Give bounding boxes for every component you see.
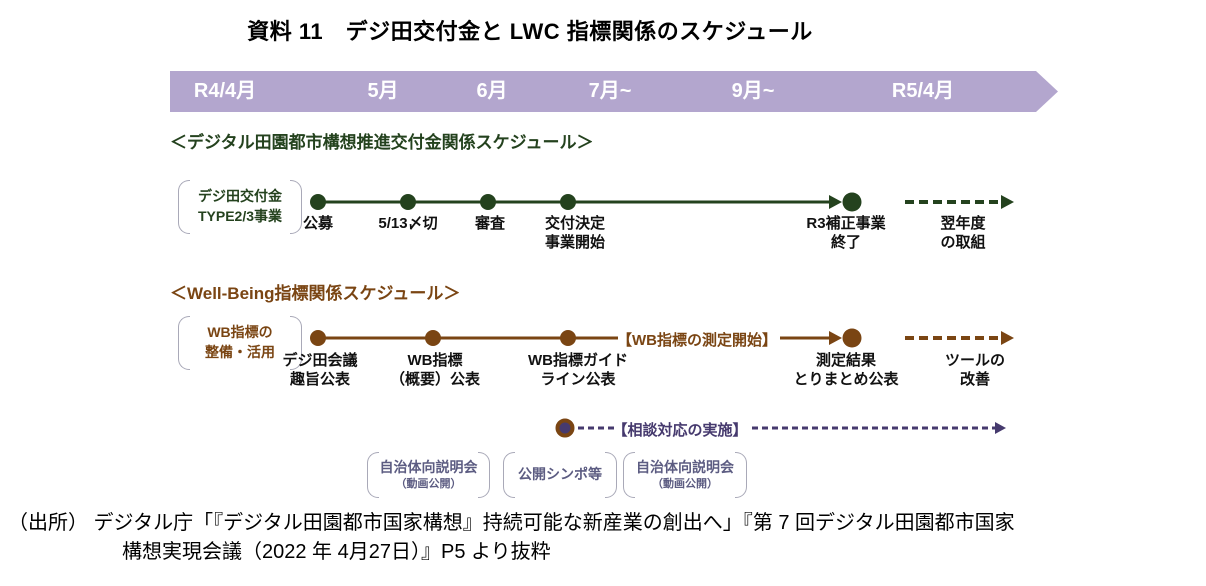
milestone-label-line: とりまとめ公表 (793, 370, 899, 388)
month-label: R4/4月 (193, 80, 257, 102)
wellbeing-track-label-line2: 整備・活用 (205, 344, 275, 360)
tool-improvement-label: ツールの 改善 (945, 352, 1005, 390)
consultation-label: 【相談対応の実施】 (612, 422, 748, 439)
milestone-label-line: 交付決定 (544, 215, 606, 232)
tool-improvement-line: ツールの (944, 352, 1006, 369)
event-box: 自治体向説明会 （動画公開） (623, 452, 747, 498)
milestone-dot (310, 194, 326, 210)
month-bar: R4/4月 5月 6月 7月~ 9月~ R5/4月 (170, 71, 1058, 112)
milestone-label-line: デジ田会議 (282, 352, 358, 369)
next-year-dashed-arrow (905, 200, 1001, 204)
grant-track-label: デジ田交付金 TYPE2/3事業 (178, 180, 302, 234)
arrow-head-icon (1001, 195, 1014, 209)
grant-track-label-line1: デジ田交付金 (198, 188, 282, 205)
measurement-start-label: 【WB指標の測定開始】 (617, 332, 777, 349)
milestone-label: 交付決定 事業開始 (545, 215, 605, 253)
milestone-label-line: 趣旨公表 (289, 370, 351, 388)
event-box: 自治体向説明会 （動画公開） (367, 452, 490, 498)
milestone-label-line: 審査 (474, 215, 506, 232)
consultation-dashed-line (752, 426, 995, 430)
milestone-label-line: WB指標 (407, 352, 463, 369)
milestone-label: 5/13〆切 (378, 215, 437, 234)
event-box-label: 自治体向説明会 (636, 458, 734, 475)
month-label: 5月 (367, 80, 399, 102)
milestone-label-line: 終了 (830, 233, 861, 251)
milestone-label-line: 事業開始 (544, 233, 606, 251)
event-box-sublabel: （動画公開） (395, 478, 462, 491)
consultation-dot (555, 418, 575, 438)
milestone-dot (425, 330, 441, 346)
milestone-dot (400, 194, 416, 210)
milestone-dot (842, 328, 862, 348)
milestone-label-line: WB指標ガイド (528, 352, 628, 369)
wellbeing-timeline-line (780, 336, 830, 340)
grant-track-label-line2: TYPE2/3事業 (197, 208, 283, 224)
milestone-dot (560, 330, 576, 346)
milestone-label: デジ田会議 趣旨公表 (282, 352, 357, 390)
milestone-label: WB指標ガイド ライン公表 (528, 352, 628, 390)
next-year-label-line: 翌年度 (940, 215, 986, 232)
event-box-label: 自治体向説明会 (379, 458, 478, 475)
next-year-label-line: の取組 (940, 233, 986, 251)
milestone-label-line: 測定結果 (815, 352, 877, 369)
month-label: 6月 (476, 80, 508, 102)
milestone-label: 公募 (303, 215, 333, 234)
milestone-label-line: 公募 (302, 215, 334, 232)
milestone-label-line: ライン公表 (540, 370, 616, 388)
arrow-head-icon (1001, 331, 1014, 345)
month-label: 9月~ (731, 80, 775, 102)
consultation-dashed-line (578, 426, 615, 430)
figure-title: 資料 11 デジ田交付金と LWC 指標関係のスケジュール (247, 19, 813, 44)
milestone-label-line: （概要）公表 (389, 370, 481, 388)
month-label: R5/4月 (891, 80, 955, 102)
source-note-line2: 構想実現会議（2022 年 4月27日）』P5 より抜粋 (122, 541, 551, 563)
grant-schedule-heading: ＜デジタル田園都市構想推進交付金関係スケジュール＞ (170, 133, 594, 152)
milestone-label-line: 5/13〆切 (378, 215, 438, 232)
milestone-label: R3補正事業 終了 (806, 215, 885, 253)
milestone-label: WB指標 （概要）公表 (390, 352, 480, 390)
tool-improvement-dashed-arrow (905, 336, 1001, 340)
milestone-dot (560, 194, 576, 210)
month-label: 7月~ (588, 80, 632, 102)
arrow-head-icon (995, 422, 1006, 434)
milestone-dot (842, 192, 862, 212)
milestone-label: 審査 (475, 215, 505, 234)
milestone-dot (480, 194, 496, 210)
tool-improvement-line: 改善 (959, 370, 991, 388)
event-box: 公開シンポ等 (503, 452, 617, 498)
event-box-sublabel: （動画公開） (652, 478, 718, 491)
arrow-head-icon (829, 195, 842, 209)
milestone-label: 測定結果 とりまとめ公表 (793, 352, 898, 390)
milestone-label-line: R3補正事業 (806, 215, 886, 232)
event-box-label: 公開シンポ等 (518, 466, 602, 483)
milestone-dot (310, 330, 326, 346)
arrow-head-icon (829, 331, 842, 345)
wellbeing-schedule-heading: ＜Well-Being指標関係スケジュール＞ (170, 284, 461, 303)
wellbeing-track-label: WB指標の 整備・活用 (178, 316, 302, 370)
source-note-line1: （出所） デジタル庁「『デジタル田園都市国家構想』持続可能な新産業の創出へ」『第… (8, 512, 1015, 534)
wellbeing-timeline-line (318, 336, 618, 340)
next-year-label: 翌年度 の取組 (940, 215, 985, 253)
wellbeing-track-label-line1: WB指標の (207, 324, 273, 341)
